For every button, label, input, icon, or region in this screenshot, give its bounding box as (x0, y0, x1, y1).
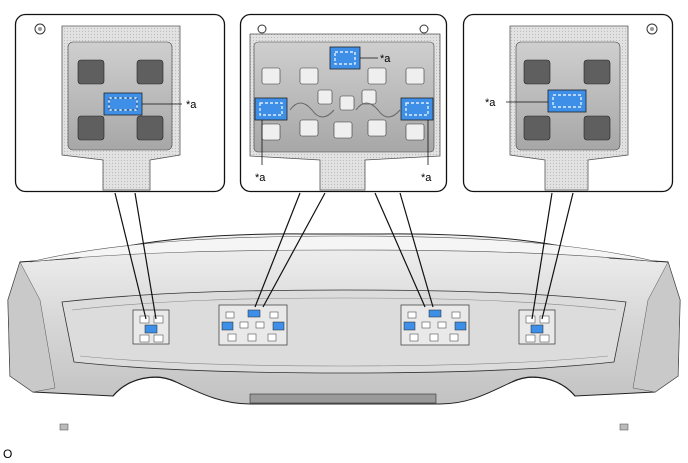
detail-box-center: *a *a *a (239, 13, 448, 193)
figure-code: O (3, 447, 13, 461)
callout-a-center-right: *a (421, 172, 432, 184)
leader-lines (114, 192, 574, 320)
rear-bumper (7, 233, 681, 431)
detail-box-right: *a (462, 13, 674, 193)
bumper-mount-center-left (218, 304, 288, 346)
bumper-mount-center-right (400, 304, 470, 346)
callout-a-left: *a (186, 99, 197, 111)
callout-a-right: *a (485, 97, 496, 109)
bumper-mount-outer-right (518, 309, 556, 345)
bumper-mount-outer-left (132, 309, 170, 345)
detail-box-left: *a (14, 13, 226, 193)
callout-a-center-left: *a (255, 172, 266, 184)
callout-a-center-top: *a (380, 53, 391, 65)
